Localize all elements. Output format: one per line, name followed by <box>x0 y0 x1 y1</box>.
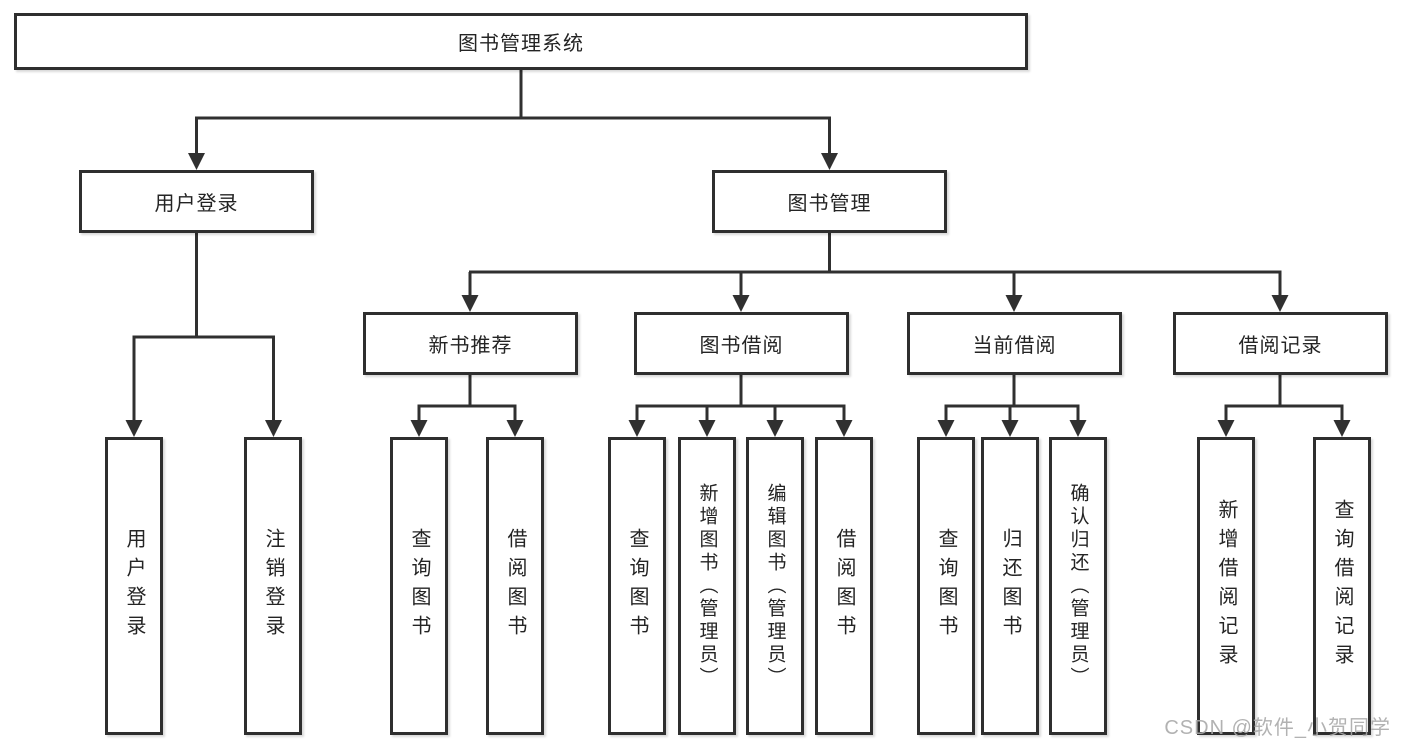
node-label: 查询图书 <box>408 528 430 644</box>
node-borrowing-records: 借阅记录 <box>1173 312 1388 375</box>
node-new-book-recommendation: 新书推荐 <box>363 312 578 375</box>
node-label: 用户登录 <box>154 193 239 215</box>
leaf-query-books-recommend: 查询图书 <box>390 437 448 735</box>
connector-path <box>132 70 1344 424</box>
node-label: 新增图书（管理员） <box>696 482 718 690</box>
node-label: 借阅图书 <box>504 528 526 644</box>
node-label: 归还图书 <box>999 528 1021 644</box>
node-label: 注销登录 <box>262 528 284 644</box>
arrowhead-path <box>125 153 1351 437</box>
leaf-add-borrow-record: 新增借阅记录 <box>1197 437 1255 735</box>
node-label: 借阅记录 <box>1238 335 1323 357</box>
leaf-user-login: 用户登录 <box>105 437 163 735</box>
leaf-add-book-admin: 新增图书（管理员） <box>678 437 736 735</box>
leaf-return-book: 归还图书 <box>981 437 1039 735</box>
node-label: 图书管理系统 <box>458 33 584 55</box>
node-label: 当前借阅 <box>972 335 1057 357</box>
node-label: 新书推荐 <box>428 335 513 357</box>
node-label: 用户登录 <box>123 528 145 644</box>
node-library-management-system: 图书管理系统 <box>14 13 1028 70</box>
leaf-query-books-borrow: 查询图书 <box>608 437 666 735</box>
leaf-borrow-books: 借阅图书 <box>815 437 873 735</box>
node-label: 编辑图书（管理员） <box>764 482 786 690</box>
node-label: 图书借阅 <box>699 335 784 357</box>
node-user-login-branch: 用户登录 <box>79 170 314 233</box>
leaf-borrow-books-recommend: 借阅图书 <box>486 437 544 735</box>
watermark: CSDN @软件_小贺同学 <box>1164 717 1391 739</box>
node-label: 查询图书 <box>626 528 648 644</box>
leaf-query-books-current: 查询图书 <box>917 437 975 735</box>
node-label: 新增借阅记录 <box>1215 499 1237 673</box>
node-label: 查询借阅记录 <box>1331 499 1353 673</box>
node-label: 确认归还（管理员） <box>1067 482 1089 690</box>
node-label: 借阅图书 <box>833 528 855 644</box>
node-book-borrowing: 图书借阅 <box>634 312 849 375</box>
leaf-edit-book-admin: 编辑图书（管理员） <box>746 437 804 735</box>
leaf-confirm-return-admin: 确认归还（管理员） <box>1049 437 1107 735</box>
node-label: 图书管理 <box>787 193 872 215</box>
node-book-management-branch: 图书管理 <box>712 170 947 233</box>
node-current-borrowing: 当前借阅 <box>907 312 1122 375</box>
leaf-logout: 注销登录 <box>244 437 302 735</box>
node-label: 查询图书 <box>935 528 957 644</box>
leaf-query-borrow-record: 查询借阅记录 <box>1313 437 1371 735</box>
